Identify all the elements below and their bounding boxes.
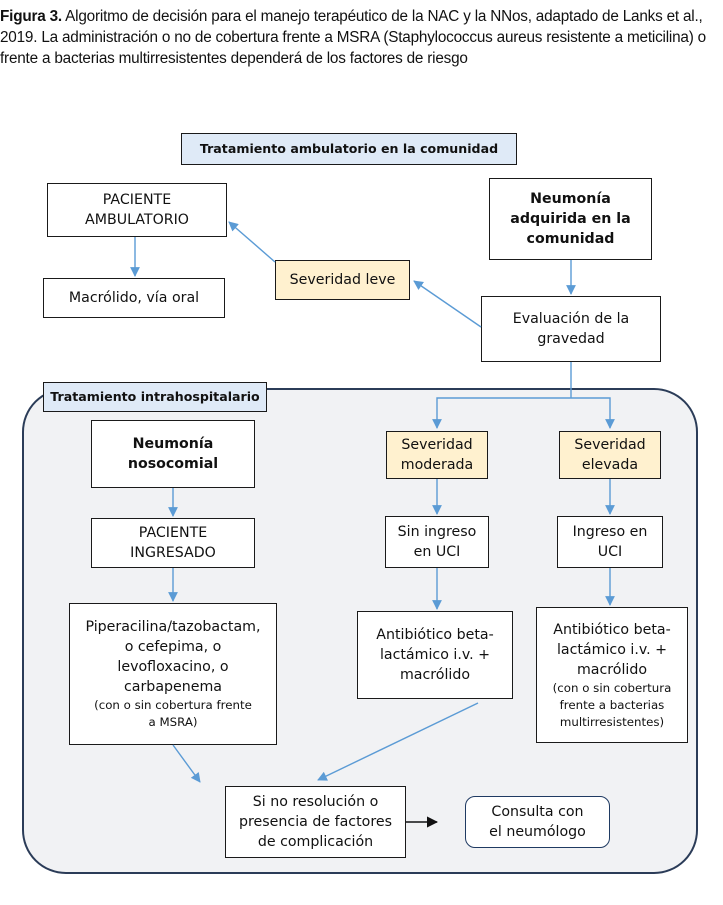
- node-no-resolucion: Si no resolución o presencia de factores…: [225, 786, 406, 858]
- node-paciente-ingresado: PACIENTE INGRESADO: [91, 518, 255, 568]
- node-neumonia-nosocomial: Neumonía nosocomial: [91, 420, 255, 488]
- node-piperacilina-tazobactam: Piperacilina/tazobactam, o cefepima, o l…: [69, 603, 277, 745]
- node-betalactamico-elevada-note: (con o sin cobertura frente a bacterias …: [552, 680, 672, 729]
- node-betalactamico-elevada-text: Antibiótico beta- lactámico i.v. + macró…: [553, 621, 671, 678]
- node-macrolido-oral: Macrólido, vía oral: [43, 278, 225, 318]
- caption-text: Algoritmo de decisión para el manejo ter…: [0, 8, 706, 67]
- node-evaluacion-gravedad: Evaluación de la gravedad: [481, 296, 661, 362]
- arrow-evaluacion-to-leve: [413, 280, 482, 328]
- node-ingreso-uci: Ingreso en UCI: [557, 516, 663, 568]
- community-treatment-header: Tratamiento ambulatorio en la comunidad: [181, 133, 517, 165]
- hospital-treatment-header: Tratamiento intrahospitalario: [43, 382, 267, 412]
- arrow-leve-to-ambulatorio: [228, 221, 276, 263]
- node-piperacilina-text: Piperacilina/tazobactam, o cefepima, o l…: [85, 619, 261, 695]
- node-piperacilina-note: (con o sin cobertura frente a MSRA): [94, 698, 252, 729]
- node-betalactamico-moderada: Antibiótico beta- lactámico i.v. + macró…: [357, 611, 513, 699]
- caption-label: Figura 3.: [0, 8, 62, 25]
- node-sin-ingreso-uci: Sin ingreso en UCI: [385, 516, 489, 568]
- node-betalactamico-elevada: Antibiótico beta- lactámico i.v. + macró…: [536, 607, 688, 743]
- figure-caption: Figura 3. Algoritmo de decisión para el …: [0, 6, 723, 69]
- node-severidad-leve: Severidad leve: [275, 260, 410, 300]
- node-paciente-ambulatorio: PACIENTE AMBULATORIO: [47, 183, 227, 237]
- node-consulta-neumologo: Consulta con el neumólogo: [465, 796, 610, 848]
- node-severidad-moderada: Severidad moderada: [386, 431, 488, 479]
- node-severidad-elevada: Severidad elevada: [559, 431, 661, 479]
- node-neumonia-comunidad: Neumonía adquirida en la comunidad: [489, 178, 652, 260]
